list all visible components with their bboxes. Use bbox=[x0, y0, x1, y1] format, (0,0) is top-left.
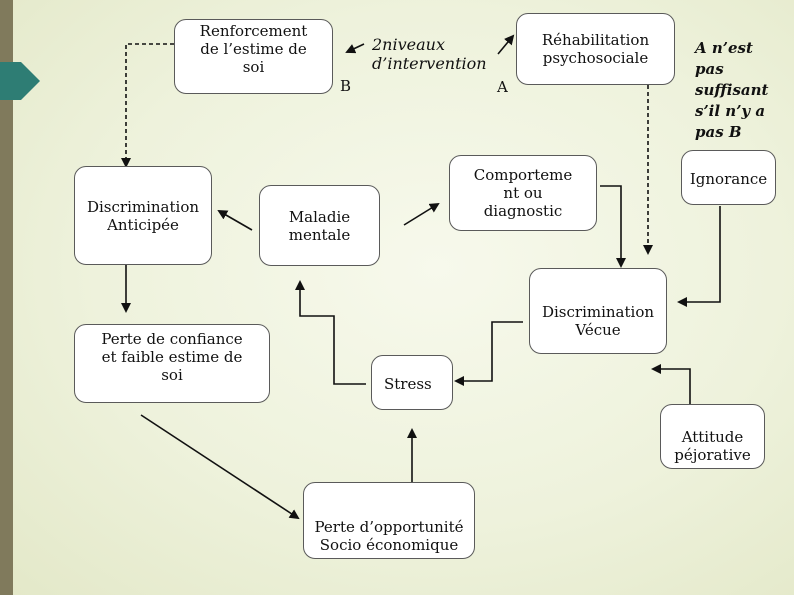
dashed-arrow-renforcement-to-discrimination bbox=[121, 43, 174, 168]
node-attitude-pejorative: Attitude péjorative bbox=[660, 404, 765, 469]
arrow-stress-to-maladie bbox=[295, 280, 366, 385]
arrow-comportement-to-discrimination-vecue bbox=[600, 185, 626, 268]
node-discrimination-anticipee: Discrimination Anticipée bbox=[74, 166, 212, 265]
arrow-maladie-to-discrimination-anticipee bbox=[217, 210, 253, 231]
slide-arrow-decoration bbox=[0, 62, 40, 100]
node-perte-confiance: Perte de confiance et faible estime de s… bbox=[74, 324, 270, 403]
node-maladie-mentale: Maladie mentale bbox=[259, 185, 380, 266]
left-decorative-stripe bbox=[0, 0, 13, 595]
arrow-perte-confiance-to-opportunite bbox=[140, 414, 300, 520]
node-stress: Stress bbox=[371, 355, 453, 410]
node-comportement-diagnostic: Comporteme nt ou diagnostic bbox=[449, 155, 597, 231]
arrow-attitude-to-discrimination-vecue bbox=[651, 364, 691, 405]
node-ignorance: Ignorance bbox=[681, 150, 776, 205]
arrow-ignorance-to-discrimination-vecue bbox=[677, 206, 721, 307]
arrow-discrimination-to-stress bbox=[454, 321, 523, 386]
label-deux-niveaux-intervention: 2niveaux d’intervention bbox=[372, 35, 487, 73]
label-b: B bbox=[340, 77, 352, 95]
node-discrimination-vecue: Discrimination Vécue bbox=[529, 268, 667, 354]
arrow-niveaux-to-rehabilitation bbox=[497, 34, 515, 55]
node-rehabilitation-psychosociale: Réhabilitation psychosociale bbox=[516, 13, 675, 85]
node-renforcement-estime: Renforcement de l’estime de soi bbox=[174, 19, 333, 94]
note-a-nest-pas-suffisant: A n’est pas suffisant s’il n’y a pas B bbox=[695, 39, 769, 141]
node-perte-opportunite: Perte d’opportunité Socio économique bbox=[303, 482, 475, 559]
label-a: A bbox=[497, 78, 508, 96]
arrow-niveaux-to-renforcement bbox=[345, 43, 365, 54]
arrow-maladie-to-comportement bbox=[403, 202, 440, 226]
